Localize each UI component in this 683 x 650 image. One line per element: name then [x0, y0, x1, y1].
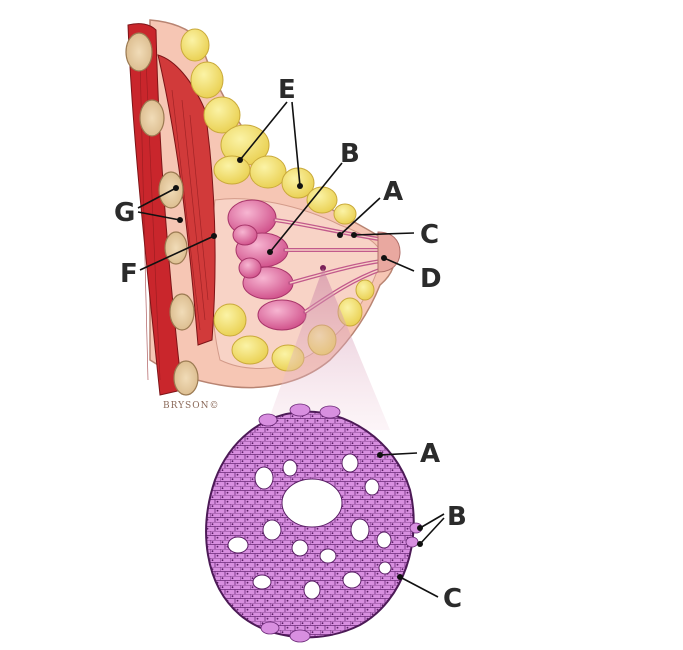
label-d: D	[420, 264, 442, 294]
label-g: G	[114, 198, 135, 228]
label-lower-b: B	[447, 502, 467, 532]
label-b: B	[340, 139, 360, 169]
label-lower-c: C	[443, 584, 462, 614]
ribs	[125, 32, 199, 396]
label-a: A	[383, 177, 403, 207]
nipple	[377, 231, 401, 273]
labels: E B A C D G F A B C	[114, 75, 467, 614]
illustrator-signature: BRYSON©	[163, 401, 219, 411]
breast-cross-section: BRYSON©	[125, 19, 401, 430]
adipose-tissue	[180, 28, 375, 372]
label-c: C	[420, 220, 439, 250]
lobules	[227, 199, 307, 331]
label-f: F	[120, 259, 138, 289]
magnification-cone	[265, 268, 390, 430]
label-lower-a: A	[420, 439, 440, 469]
duct-lumens	[227, 453, 392, 600]
leader-lines	[137, 101, 445, 598]
duct-cross-section	[205, 403, 423, 643]
label-e: E	[278, 75, 296, 105]
